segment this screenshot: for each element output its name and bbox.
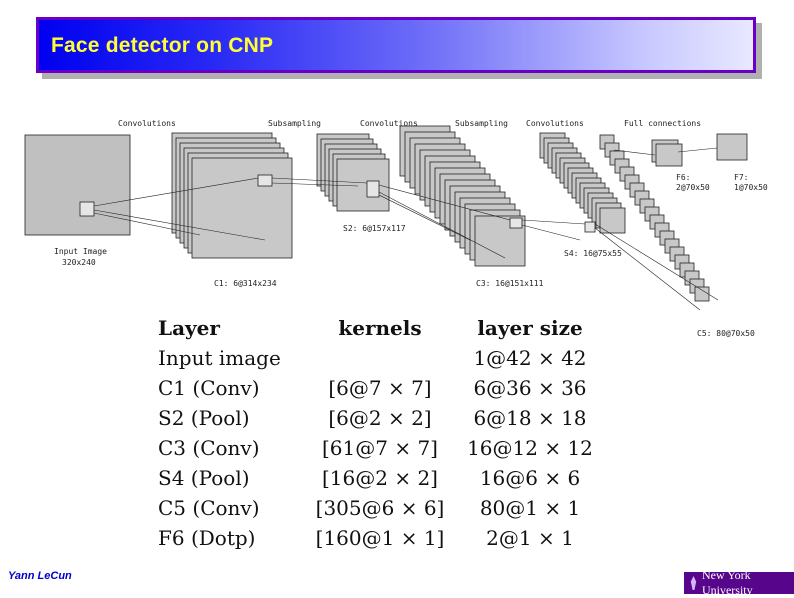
input-receptive-field <box>79 201 95 217</box>
connection-line <box>594 227 701 311</box>
cell-layer: S2 (Pool) <box>158 406 250 430</box>
stage-label-convolutions-1: Convolutions <box>118 119 176 128</box>
connection-line <box>93 209 266 241</box>
cell-layer: S4 (Pool) <box>158 466 250 490</box>
table-row: S4 (Pool) [16@2 × 2] 16@6 × 6 <box>150 463 610 493</box>
cell-layer-size: 16@6 × 6 <box>479 466 581 490</box>
header-kernels: kernels <box>338 316 422 340</box>
input-image-label: Input Image <box>54 247 107 256</box>
f6-stack <box>651 139 683 167</box>
s4-receptive-field <box>509 217 523 229</box>
table-row: C5 (Conv) [305@6 × 6] 80@1 × 1 <box>150 493 610 523</box>
nyu-logo-text: New York University <box>701 568 753 597</box>
stage-label-subsampling-2: Subsampling <box>455 119 508 128</box>
cell-kernels: [160@1 × 1] <box>315 526 445 550</box>
cell-kernels: [61@7 × 7] <box>322 436 438 460</box>
cell-layer-size: 2@1 × 1 <box>486 526 574 550</box>
torch-icon <box>690 576 697 590</box>
cell-kernels: [6@2 × 2] <box>328 406 432 430</box>
connection-line <box>594 223 719 301</box>
cell-layer: C1 (Conv) <box>158 376 260 400</box>
f6-label-name: F6: <box>676 173 690 182</box>
c1-label: C1: 6@314x234 <box>214 279 277 288</box>
header-layer-size: layer size <box>477 316 583 340</box>
f7-label-size: 1@70x50 <box>734 183 768 192</box>
s2-stack <box>316 133 390 212</box>
cell-layer-size: 6@36 × 36 <box>473 376 587 400</box>
s2-label: S2: 6@157x117 <box>343 224 406 233</box>
connection-line <box>378 184 511 221</box>
cell-kernels: [6@7 × 7] <box>328 376 432 400</box>
cell-layer: F6 (Dotp) <box>158 526 256 550</box>
s2-map <box>336 158 390 212</box>
cell-layer: C3 (Conv) <box>158 436 260 460</box>
table-row: C1 (Conv) [6@7 × 7] 6@36 × 36 <box>150 373 610 403</box>
cell-layer-size: 16@12 × 12 <box>467 436 593 460</box>
c1-stack <box>171 132 293 259</box>
c3-receptive-field <box>366 180 380 198</box>
input-image-map <box>24 134 131 236</box>
connection-line <box>271 182 359 187</box>
cell-layer: C5 (Conv) <box>158 496 260 520</box>
connection-line <box>378 191 506 259</box>
stage-label-convolutions-2: Convolutions <box>360 119 418 128</box>
connection-line <box>271 177 368 184</box>
cell-layer-size: 80@1 × 1 <box>479 496 581 520</box>
c3-label: C3: 16@151x111 <box>476 279 544 288</box>
c1-receptive-field <box>257 174 273 187</box>
table-row: C3 (Conv) [61@7 × 7] 16@12 × 12 <box>150 433 610 463</box>
nyu-logo: New York University <box>684 568 794 597</box>
author-name: Yann LeCun <box>8 570 72 582</box>
c3-stack <box>399 125 526 267</box>
f6-label-size: 2@70x50 <box>676 183 710 192</box>
c5-label: C5: 80@70x50 <box>697 329 755 338</box>
table-row: Input image 1@42 × 42 <box>150 343 610 373</box>
f7-map <box>716 133 748 161</box>
cell-kernels: [16@2 × 2] <box>322 466 438 490</box>
connection-line <box>378 194 471 241</box>
f7-label-name: F7: <box>734 173 748 182</box>
cell-kernels <box>310 343 450 373</box>
c5-map <box>694 286 710 302</box>
connection-line <box>677 147 718 153</box>
connection-line <box>521 224 581 241</box>
f6-map <box>655 143 683 167</box>
table-row: F6 (Dotp) [160@1 × 1] 2@1 × 1 <box>150 523 610 553</box>
c1-map <box>191 157 293 259</box>
s4-stack <box>539 132 626 234</box>
cell-layer: Input image <box>158 346 281 370</box>
connection-line <box>93 212 201 236</box>
cell-kernels: [305@6 × 6] <box>315 496 445 520</box>
cell-layer-size: 1@42 × 42 <box>473 346 587 370</box>
header-layer: Layer <box>158 316 220 340</box>
connection-line <box>93 177 259 207</box>
table-row: S2 (Pool) [6@2 × 2] 6@18 × 18 <box>150 403 610 433</box>
cell-layer-size: 6@18 × 18 <box>473 406 587 430</box>
title-banner: Face detector on CNP <box>36 17 756 73</box>
connection-line <box>613 149 656 156</box>
stage-label-full-connections: Full connections <box>624 119 701 128</box>
s4-label: S4: 16@75x55 <box>564 249 622 258</box>
slide-title: Face detector on CNP <box>51 34 274 57</box>
stage-label-convolutions-3: Convolutions <box>526 119 584 128</box>
layer-table: Layer kernels layer size Input image 1@4… <box>150 313 610 553</box>
table-header-row: Layer kernels layer size <box>150 313 610 343</box>
stage-label-subsampling-1: Subsampling <box>268 119 321 128</box>
s4-map <box>599 207 626 234</box>
c5-stack <box>599 134 710 302</box>
connection-line <box>521 219 586 225</box>
c5-receptive-field <box>584 221 596 233</box>
input-image-size: 320x240 <box>62 258 96 267</box>
cnn-architecture-diagram: Convolutions Subsampling Convolutions Su… <box>24 119 768 338</box>
